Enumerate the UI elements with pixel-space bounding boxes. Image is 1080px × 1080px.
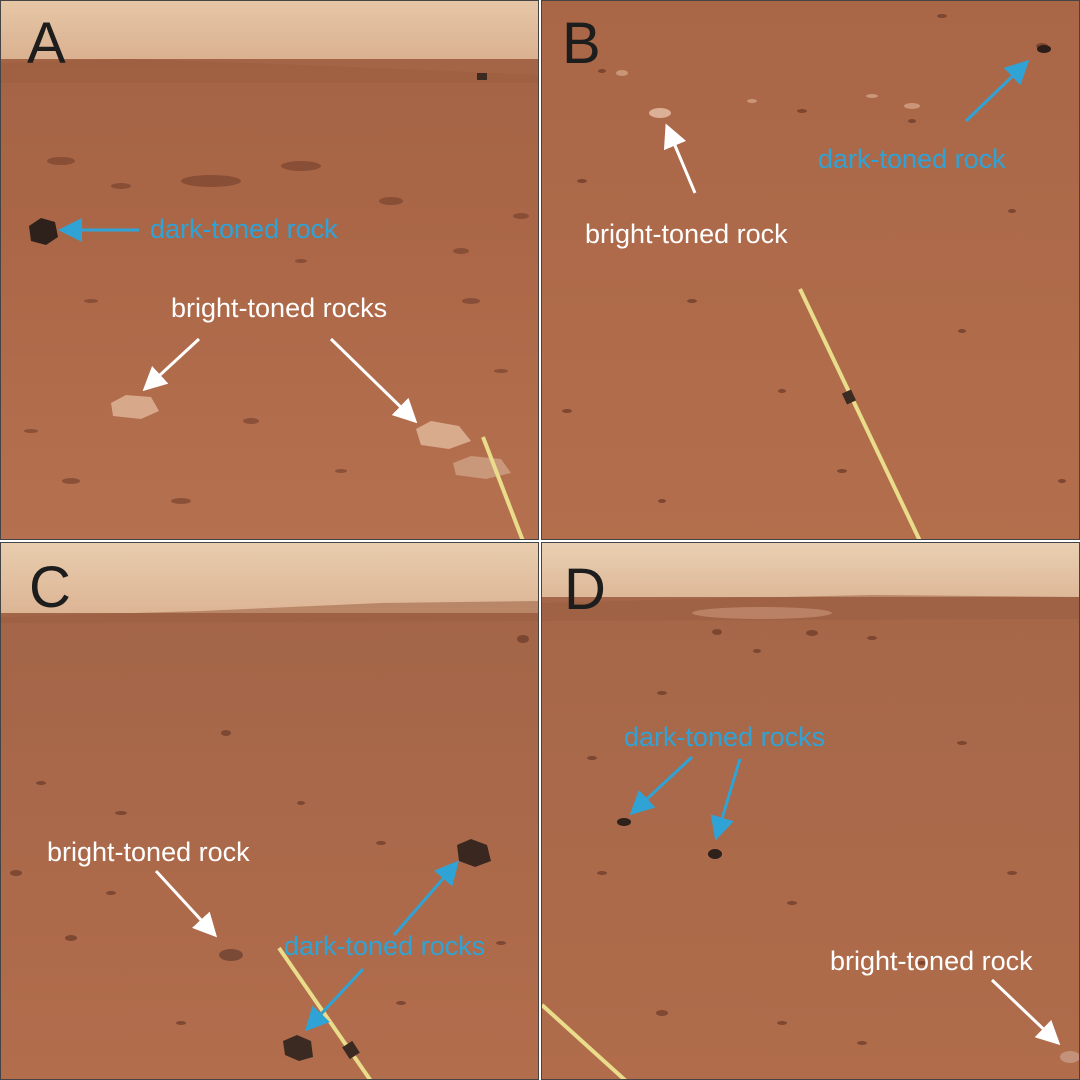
arrow-bright-a2 — [329, 337, 418, 424]
antenna-band-c — [342, 1040, 360, 1060]
panel-c-scene — [1, 543, 538, 1079]
rover-antenna-b — [798, 288, 922, 539]
ground — [542, 597, 1079, 1079]
panel-d: D dark-toned rocks bright-toned rock — [541, 542, 1080, 1080]
ground — [1, 613, 538, 1079]
dark-rock-b — [1037, 45, 1051, 53]
panel-b: B bright-toned rock dark-toned rock — [541, 0, 1080, 540]
rover-antenna-a — [481, 436, 525, 539]
rubble-field — [24, 157, 529, 504]
panel-letter: B — [562, 11, 601, 76]
dark-rock-a — [29, 218, 58, 245]
bright-rock-label: bright-toned rock — [830, 946, 1033, 976]
dark-rock-c2 — [283, 1035, 313, 1061]
dark-rocks-label: dark-toned rocks — [284, 931, 486, 961]
arrow-bright-d — [990, 978, 1061, 1046]
sky — [1, 1, 538, 63]
dark-rock-d2 — [708, 849, 722, 859]
arrow-bright-b — [663, 123, 697, 194]
panel-c: C bright-toned rock dark-toned rocks — [0, 542, 539, 1080]
panel-a-scene — [1, 1, 538, 539]
arrow-dark-b — [964, 59, 1030, 123]
dark-rock-c1 — [457, 839, 491, 867]
bright-rock-a1 — [111, 395, 159, 419]
dark-rocks-label: dark-toned rocks — [624, 722, 826, 752]
rover-antenna-d — [542, 1003, 627, 1079]
pebbles — [587, 629, 1017, 1045]
pebbles — [10, 635, 529, 1025]
dark-rock-d1 — [617, 818, 631, 826]
bright-patch — [692, 607, 832, 619]
bright-rock-b — [649, 108, 671, 118]
distant-rock — [477, 73, 487, 80]
arrow-bright-a1 — [142, 337, 201, 392]
arrow-dark-c2 — [304, 967, 365, 1032]
panel-a: A dark-toned rock bright-toned rocks — [0, 0, 539, 540]
arrow-bright-c — [154, 869, 218, 938]
bright-rock-label: bright-toned rock — [47, 837, 250, 867]
arrow-dark-c1 — [392, 860, 459, 936]
bright-rocks-label: bright-toned rocks — [171, 293, 388, 323]
horizon-ridge — [542, 595, 1079, 621]
arrow-dark-d2 — [710, 758, 742, 841]
dark-rock-label: dark-toned rock — [818, 144, 1006, 174]
sky — [542, 543, 1079, 601]
arrow-dark-d1 — [629, 755, 694, 816]
panel-d-scene — [542, 543, 1079, 1079]
panel-letter: A — [27, 11, 66, 76]
panel-letter: D — [564, 557, 606, 622]
ground — [542, 1, 1079, 539]
bright-rock-d — [1060, 1051, 1079, 1063]
bright-rock-c — [219, 949, 243, 961]
light-pebbles — [616, 70, 920, 109]
bright-rock-a2 — [416, 421, 471, 449]
ground — [1, 59, 538, 539]
bright-rock-label: bright-toned rock — [585, 219, 788, 249]
dark-rock-label: dark-toned rock — [150, 214, 338, 244]
antenna-band-b — [841, 389, 857, 405]
horizon-ridge — [1, 59, 538, 83]
panel-letter: C — [29, 555, 71, 620]
horizon-ridge — [1, 601, 538, 623]
panel-b-scene — [542, 1, 1079, 539]
